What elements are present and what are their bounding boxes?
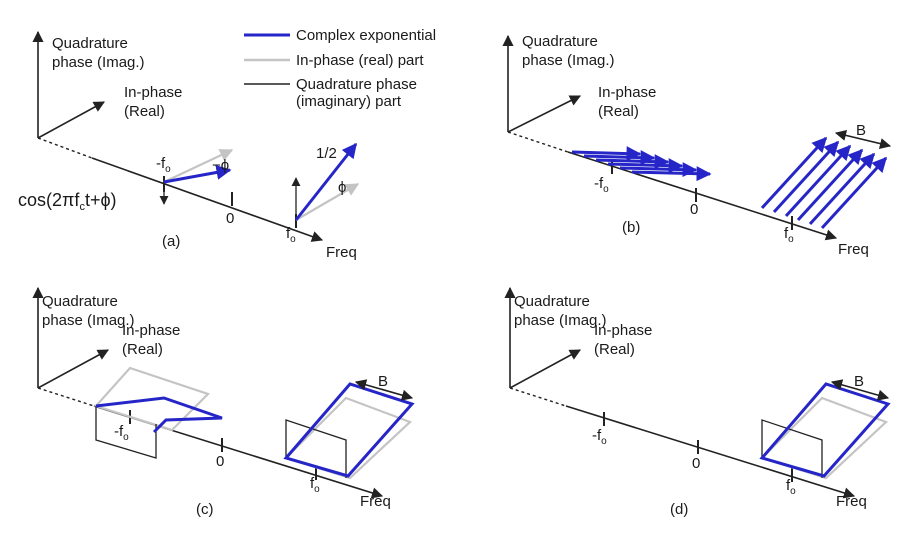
- pos-fo-label: fo: [310, 475, 320, 495]
- neg-complex-arrow: [163, 165, 232, 184]
- panel-a-label: (a): [162, 233, 180, 250]
- inphase-axis: [37, 349, 109, 389]
- panel-a: Quadrature phase (Imag.) In-phase (Real)…: [18, 30, 360, 261]
- pos-fo-label: fo: [786, 477, 796, 497]
- freq-label: Freq: [836, 493, 867, 510]
- zero-label: 0: [216, 453, 224, 470]
- inphase-label-2: (Real): [594, 341, 635, 358]
- neg-band-arrow: [631, 166, 712, 182]
- freq-axis: [91, 157, 324, 242]
- pos-complex-shape: [283, 382, 415, 478]
- zero-label: 0: [690, 201, 698, 218]
- neg-fo-label: -fo: [594, 175, 609, 195]
- pos-band-arrow: [760, 136, 828, 210]
- neg-band-arrow: [619, 162, 698, 178]
- neg-fo-label: -fo: [156, 155, 171, 175]
- quadrature-label-1: Quadrature: [522, 33, 598, 50]
- freq-label: Freq: [838, 241, 869, 258]
- inphase-label-1: In-phase: [598, 84, 656, 101]
- inphase-label-1: In-phase: [594, 322, 652, 339]
- inphase-axis: [509, 349, 581, 389]
- neg-fo-label: -fo: [592, 427, 607, 447]
- bandwidth-label: B: [378, 373, 388, 390]
- zero-label: 0: [226, 210, 234, 227]
- neg-band-arrow: [583, 150, 656, 166]
- pos-band-arrow: [808, 152, 876, 226]
- pos-complex-shape: [759, 382, 891, 478]
- legend-quad-2: (imaginary) part: [296, 93, 402, 110]
- quadrature-label-2: phase (Imag.): [52, 54, 145, 71]
- phi-label: ϕ: [338, 179, 346, 196]
- pos-band-arrows: [760, 136, 888, 230]
- panel-b-label: (b): [622, 219, 640, 236]
- pos-quad-shape: [761, 419, 823, 478]
- bandwidth-arrow: [354, 379, 414, 401]
- neg-band-arrow: [571, 146, 642, 162]
- inphase-label-2: (Real): [122, 341, 163, 358]
- quadrature-label-1: Quadrature: [42, 293, 118, 310]
- panel-b: Quadrature phase (Imag.) In-phase (Real)…: [502, 33, 892, 258]
- neg-fo-label: -fo: [114, 423, 129, 443]
- half-label: 1/2: [316, 145, 337, 162]
- quadrature-label-2: phase (Imag.): [514, 312, 607, 329]
- inphase-label-1: In-phase: [124, 84, 182, 101]
- freq-axis-dashed: [37, 387, 95, 407]
- panel-d-label: (d): [670, 501, 688, 518]
- legend: Complex exponential In-phase (real) part…: [244, 27, 436, 110]
- bandwidth-label: B: [856, 122, 866, 139]
- quadrature-label-2: phase (Imag.): [522, 52, 615, 69]
- pos-complex-arrow: [294, 142, 358, 221]
- legend-quad-1: Quadrature phase: [296, 76, 417, 93]
- freq-label: Freq: [360, 493, 391, 510]
- inphase-label-1: In-phase: [122, 322, 180, 339]
- pos-band-arrow: [820, 156, 888, 230]
- neg-band-arrow: [607, 158, 684, 174]
- quadrature-label-1: Quadrature: [52, 35, 128, 52]
- panel-c-label: (c): [196, 501, 214, 518]
- freq-axis: [565, 405, 856, 499]
- freq-label: Freq: [326, 244, 357, 261]
- neg-complex-shape: [95, 396, 223, 434]
- pos-quad-shape: [285, 419, 347, 478]
- inphase-axis: [507, 95, 582, 133]
- neg-band-arrows: [571, 146, 712, 182]
- neg-band-arrow: [595, 154, 670, 170]
- neg-phi-label: −ϕ: [212, 157, 229, 174]
- inphase-label-2: (Real): [598, 103, 639, 120]
- legend-complex: Complex exponential: [296, 27, 436, 44]
- quadrature-label-2: phase (Imag.): [42, 312, 135, 329]
- bandwidth-arrow: [830, 379, 890, 401]
- freq-axis-dashed: [509, 387, 567, 407]
- pos-inphase-arrow: [295, 183, 360, 221]
- freq-axis-dashed: [507, 131, 569, 153]
- zero-label: 0: [692, 455, 700, 472]
- pos-band-arrow: [772, 140, 840, 214]
- panel-d: Quadrature phase (Imag.) In-phase (Real)…: [504, 286, 891, 518]
- pos-fo-label: fo: [784, 225, 794, 245]
- pos-band-arrow: [784, 144, 852, 218]
- cosine-equation: cos(2πfct+ϕ): [18, 190, 117, 213]
- neg-inphase-arrow: [163, 149, 234, 183]
- inphase-axis: [37, 101, 105, 139]
- pos-band-arrow: [796, 148, 864, 222]
- neg-quad-shape: [95, 406, 157, 459]
- inphase-label-2: (Real): [124, 103, 165, 120]
- panel-c: Quadrature phase (Imag.) In-phase (Real)…: [32, 286, 415, 518]
- pos-fo-label: fo: [286, 225, 296, 245]
- bandwidth-arrow: [834, 129, 892, 150]
- quadrature-label-1: Quadrature: [514, 293, 590, 310]
- freq-axis-dashed: [37, 137, 93, 159]
- bandwidth-label: B: [854, 373, 864, 390]
- neg-inphase-shape: [94, 366, 211, 432]
- legend-inphase: In-phase (real) part: [296, 52, 424, 69]
